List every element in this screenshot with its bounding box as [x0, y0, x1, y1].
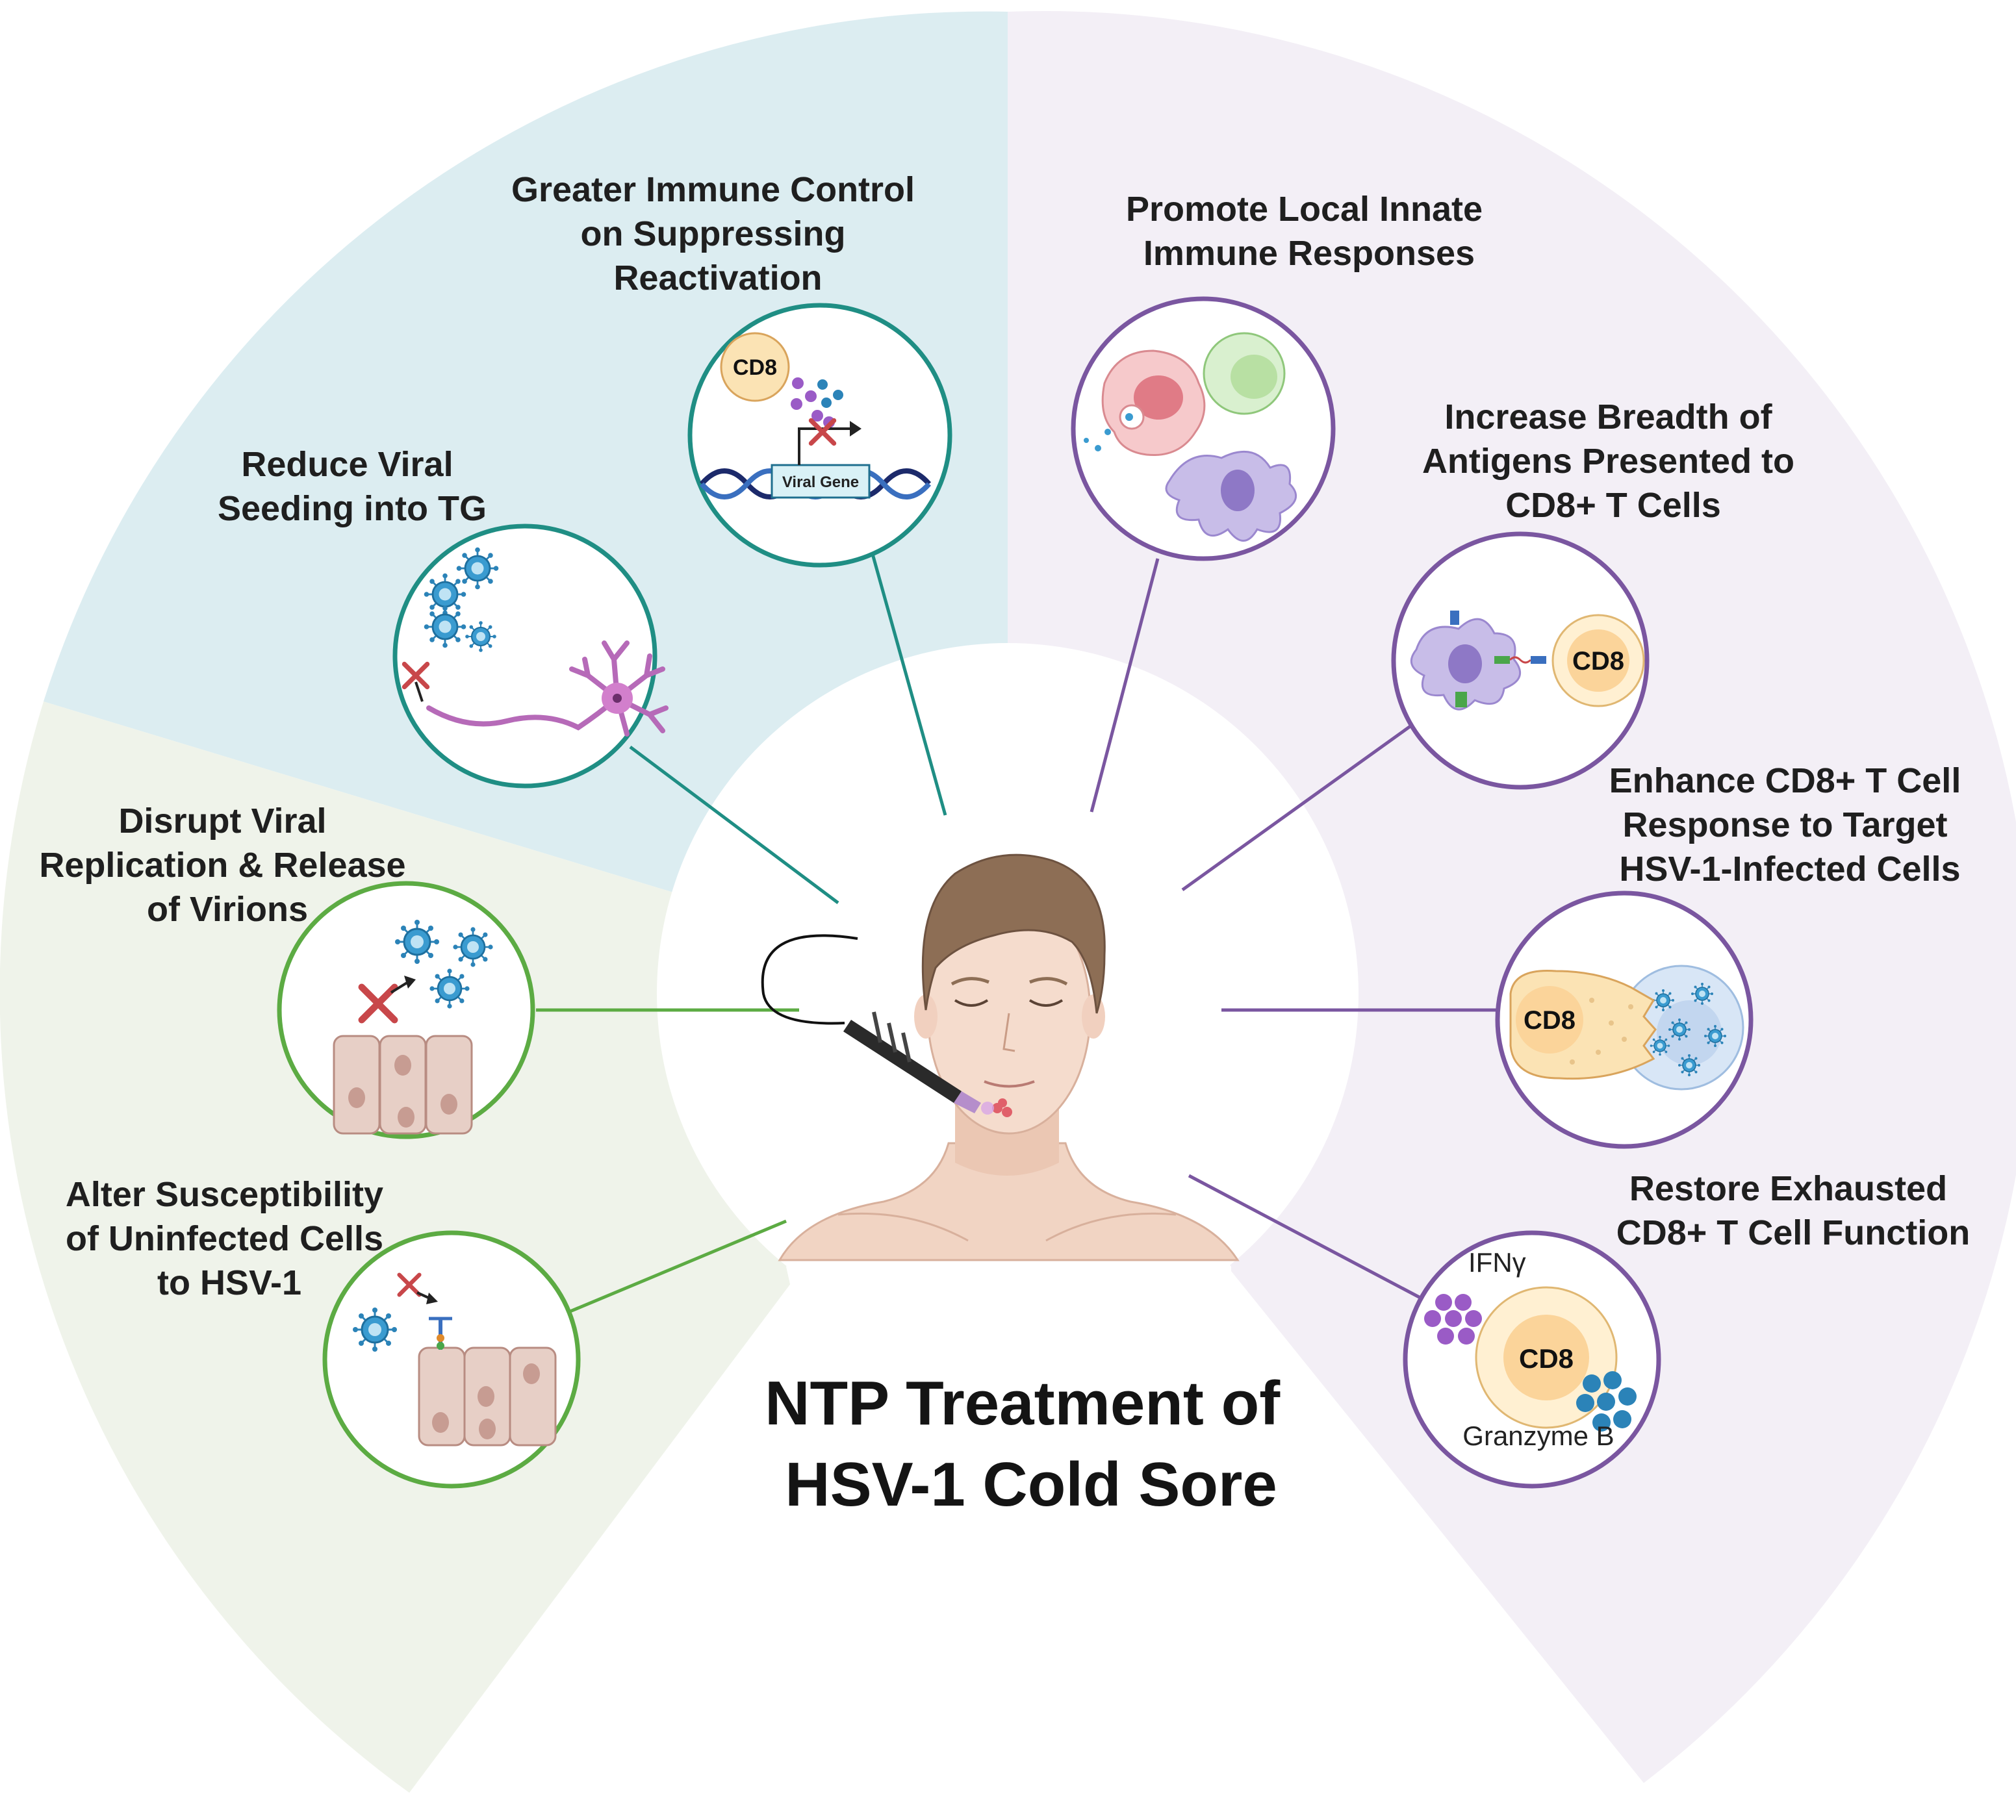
- effect-label-susceptibility: Alter Susceptibility of Uninfected Cells…: [66, 1175, 393, 1302]
- icon-circle-viral-replication: [277, 881, 535, 1139]
- icon-circle-viral-seeding: [392, 524, 669, 789]
- granzyme-b-granules: [1576, 1371, 1637, 1432]
- cd8-cell-icon: CD8: [1509, 969, 1657, 1080]
- effect-label-innate-immune: Promote Local Innate Immune Responses: [1126, 190, 1492, 273]
- svg-text:CD8: CD8: [1524, 1006, 1576, 1035]
- viral-gene-box: [771, 464, 871, 499]
- cd8-cell-icon: CD8: [1551, 614, 1645, 707]
- icon-circle-restore-exhausted: CD8 IFNγ Granzyme B: [1403, 1230, 1661, 1489]
- mhc-receptor-icon: [1450, 611, 1546, 707]
- epithelial-cell-icon: [418, 1346, 557, 1447]
- svg-text:CD8: CD8: [733, 355, 777, 380]
- plasma-probe-icon: [761, 934, 994, 1115]
- icon-circle-innate-immune: [1071, 296, 1336, 561]
- svg-text:Viral Gene: Viral Gene: [782, 474, 859, 491]
- ifn-gamma-granules: [1424, 1294, 1482, 1345]
- macrophage-icon: [1084, 349, 1206, 457]
- cold-sore-icon: [992, 1098, 1012, 1117]
- effect-label-viral-seeding: Reduce Viral Seeding into TG: [218, 445, 487, 528]
- icon-circle-antigen-breadth: CD8: [1391, 531, 1650, 790]
- receptor-icon: [429, 1317, 452, 1350]
- effect-label-restore-exhausted: Restore Exhausted CD8+ T Cell Function: [1616, 1169, 1971, 1252]
- cd8-cell-icon: CD8: [720, 332, 790, 402]
- icon-circle-susceptibility: [322, 1230, 581, 1489]
- dendritic-cell-icon: [1410, 618, 1521, 711]
- effect-label-viral-replication: Disrupt Viral Replication & Release of V…: [39, 802, 415, 929]
- granzyme-b-label: Granzyme B: [1462, 1421, 1614, 1451]
- virus-icon: [351, 1306, 398, 1353]
- cd8-cell-icon: CD8: [1475, 1286, 1618, 1429]
- effect-label-cd8-response: Enhance CD8+ T Cell Response to Target H…: [1609, 761, 1971, 889]
- neutrophil-icon: [1203, 332, 1286, 415]
- effect-label-antigen-breadth: Increase Breadth of Antigens Presented t…: [1422, 398, 1804, 525]
- icon-circle-immune-control: CD8 Viral Gene: [687, 303, 952, 568]
- svg-text:CD8: CD8: [1572, 647, 1624, 676]
- effect-label-immune-control: Greater Immune Control on Suppressing Re…: [511, 170, 925, 297]
- diagram-title: NTP Treatment of HSV-1 Cold Sore: [765, 1369, 1297, 1519]
- ifn-gamma-label: IFNγ: [1468, 1247, 1526, 1278]
- hair-icon: [921, 853, 1106, 1014]
- epithelial-cell-icon: [333, 1035, 473, 1135]
- icon-circle-cd8-response: CD8: [1495, 891, 1754, 1149]
- connector-lines: [536, 542, 1498, 1314]
- patient-illustration: [761, 853, 1240, 1261]
- dendritic-cell-icon: [1165, 450, 1297, 542]
- svg-text:CD8: CD8: [1519, 1343, 1574, 1374]
